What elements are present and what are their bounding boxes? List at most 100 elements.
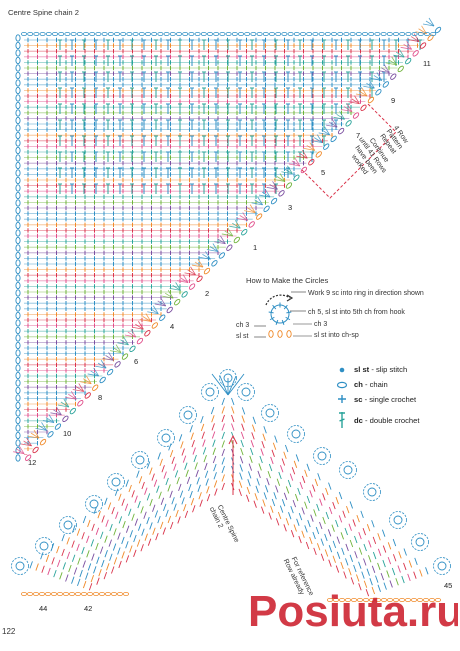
legend-abbr: sc <box>354 394 363 404</box>
spine-chain <box>15 41 21 50</box>
base-chain <box>392 598 399 603</box>
dc-stitch <box>414 557 418 566</box>
top-chain <box>349 32 356 37</box>
circles-step3: sl st into ch-sp <box>314 332 359 339</box>
dc-stitch <box>387 542 392 550</box>
spine-chain <box>15 311 21 320</box>
edge-chain <box>263 205 270 213</box>
fan-stitch <box>214 241 226 245</box>
dc-stitch <box>82 560 86 568</box>
dc-stitch <box>260 506 265 514</box>
dc-stitch <box>131 490 135 498</box>
dc-stitch <box>158 491 162 499</box>
plus-icon <box>336 394 348 404</box>
dc-stitch <box>332 540 337 549</box>
dc-stitch <box>283 451 287 459</box>
dc-stitch <box>271 449 275 457</box>
dc-stitch <box>309 490 313 498</box>
fan-stitch <box>93 367 99 377</box>
dc-stitch <box>175 509 179 518</box>
dc-stitch <box>200 423 205 432</box>
spine-chain <box>15 439 21 447</box>
fan-stitch <box>309 142 316 151</box>
dc-stitch <box>371 586 376 595</box>
fan-stitch <box>296 155 308 159</box>
dc-stitch <box>71 540 75 548</box>
base-chain <box>344 598 351 603</box>
dc-stitch <box>312 531 316 540</box>
dc-stitch <box>354 551 358 559</box>
fan-stitch <box>132 326 144 330</box>
dc-stitch <box>113 557 118 565</box>
dc-stitch <box>389 580 393 588</box>
dc-stitch <box>121 536 125 545</box>
dc-stitch <box>90 539 95 547</box>
top-chain <box>20 32 27 37</box>
dc-stitch <box>176 476 180 485</box>
dc-stitch <box>179 490 184 498</box>
dc-stitch <box>189 425 193 433</box>
dc-stitch <box>254 493 258 501</box>
edge-chain <box>323 143 330 150</box>
ch3-chain <box>268 330 274 338</box>
fan-stitch <box>234 219 241 229</box>
circle-center <box>265 408 275 418</box>
dc-stitch <box>280 465 284 473</box>
fan-stitch <box>406 41 412 50</box>
legend-desc: - chain <box>362 380 388 389</box>
circle-motif <box>287 425 305 443</box>
dc-stitch <box>310 514 314 522</box>
dc-stitch <box>257 470 261 479</box>
fan-stitch <box>175 282 181 291</box>
dot-icon <box>336 366 348 374</box>
dc-stitch <box>129 545 133 553</box>
spine-chain <box>15 326 21 335</box>
dc-stitch <box>241 415 245 423</box>
fan-stitch <box>299 152 308 159</box>
row-number: 5 <box>321 168 326 177</box>
top-chain <box>293 32 300 37</box>
dc-stitch <box>266 478 270 486</box>
fan-stitch <box>26 437 32 447</box>
dc-stitch <box>366 568 370 576</box>
dc-stitch <box>56 545 60 554</box>
spine-chain <box>15 454 21 462</box>
dc-stitch <box>106 563 110 571</box>
edge-chain <box>226 244 233 251</box>
sc-stitch <box>286 311 292 314</box>
circle-motif <box>339 461 357 479</box>
fan-stitch <box>369 79 375 89</box>
top-chain <box>144 32 151 37</box>
fan-stitch <box>115 344 122 353</box>
dc-stitch <box>358 547 363 555</box>
dc-stitch <box>248 471 252 479</box>
fan-stitch <box>23 440 32 447</box>
dc-stitch <box>169 449 174 458</box>
edge-chain <box>188 283 196 290</box>
dc-stitch <box>352 519 356 527</box>
dc-stitch <box>332 555 336 563</box>
fan-stitch <box>197 258 204 268</box>
sc-stitch <box>272 304 277 310</box>
top-chain <box>213 32 220 37</box>
dc-stitch <box>313 509 317 517</box>
dc-stitch <box>356 515 360 523</box>
dc-stitch <box>273 492 277 500</box>
circles-ch3-left: ch 3 <box>236 322 250 329</box>
dc-stitch <box>354 535 358 544</box>
dc-stitch <box>304 525 308 533</box>
dc-stitch <box>190 498 195 506</box>
dc-stitch <box>159 458 163 466</box>
sc-stitch <box>268 311 274 314</box>
dc-stitch <box>205 478 209 486</box>
svg-text:Posiuta.ru: Posiuta.ru <box>248 587 458 636</box>
dc-stitch <box>255 485 259 493</box>
dc-stitch <box>113 528 117 536</box>
edge-chain <box>181 291 188 298</box>
base-chain <box>20 592 27 597</box>
dc-stitch <box>129 530 133 538</box>
dc-stitch <box>125 541 129 549</box>
fan-stitch <box>232 222 241 229</box>
dc-stitch <box>401 575 405 584</box>
dc-stitch <box>371 520 375 528</box>
